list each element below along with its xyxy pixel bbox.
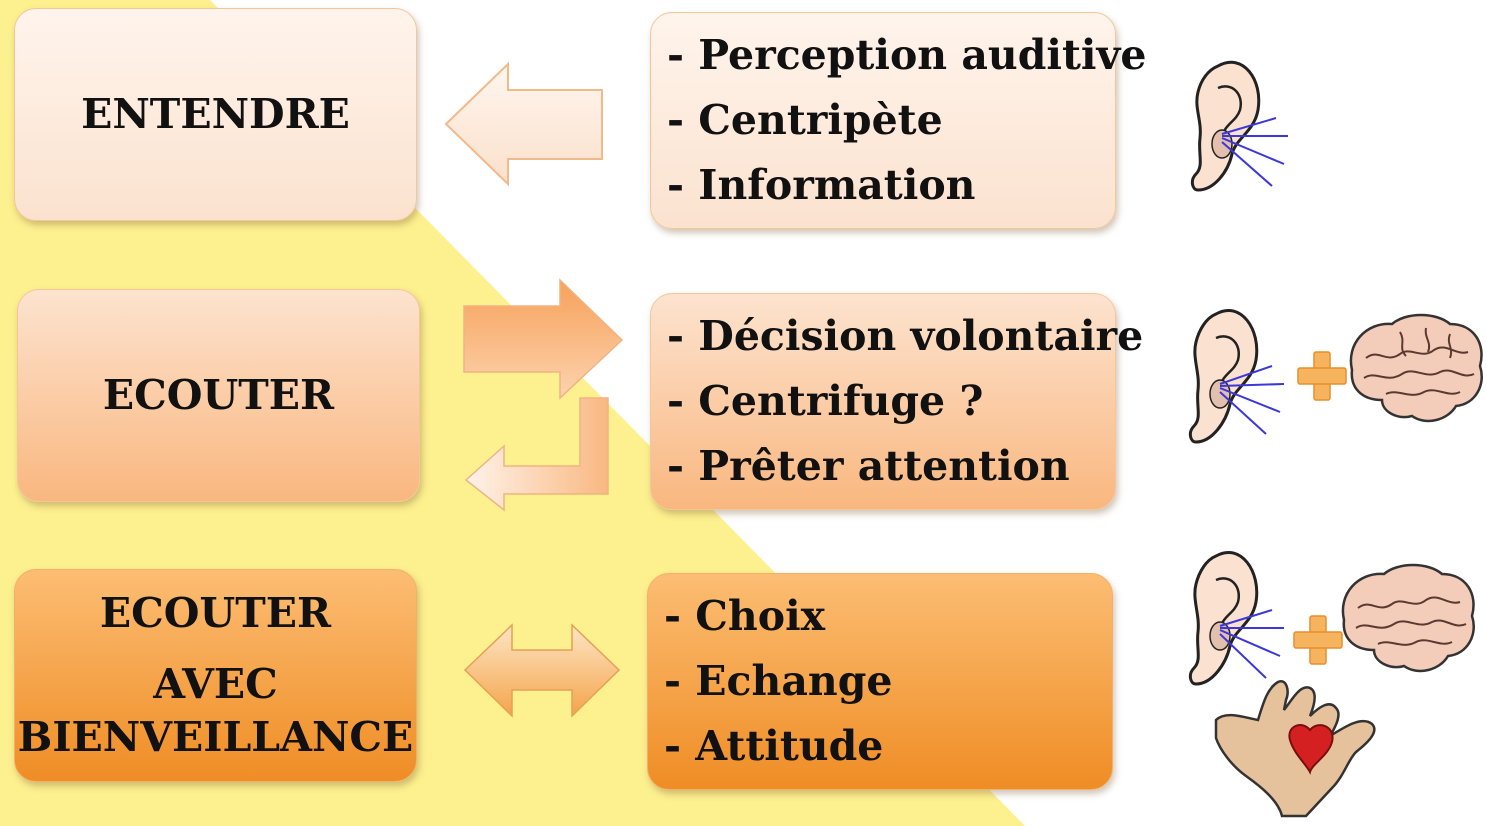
ear-plus-brain-hand-heart-icon — [1188, 551, 1475, 818]
right-arrow — [463, 278, 624, 400]
ecouter-bienveillance-title-line-2: AVEC — [153, 660, 278, 708]
ecouter-title: ECOUTER — [102, 371, 335, 419]
list-item: - Echange — [664, 656, 893, 705]
hand-heart-icon — [1214, 679, 1376, 818]
plus-icon — [1297, 351, 1347, 401]
ecouter-bienveillance-list: - Choix - Echange - Attitude — [647, 573, 1113, 790]
list-item: - Attitude — [664, 721, 884, 770]
list-item: - Prêter attention — [667, 441, 1070, 490]
ecouter-box: ECOUTER — [17, 289, 420, 502]
double-arrow — [463, 623, 621, 718]
list-item: - Centripète — [667, 95, 943, 144]
entendre-box: ENTENDRE — [14, 8, 417, 221]
ecouter-bienveillance-title-line-3: BIENVEILLANCE — [17, 713, 414, 761]
brain-icon — [1349, 313, 1483, 423]
list-item: - Perception auditive — [667, 30, 1147, 79]
plus-icon — [1293, 615, 1343, 665]
ecouter-bienveillance-box: ECOUTER AVEC BIENVEILLANCE — [14, 569, 417, 782]
list-item: - Centrifuge ? — [667, 376, 984, 425]
ear-plus-brain-icon — [1188, 309, 1483, 444]
ecouter-bienveillance-title-line-1: ECOUTER — [99, 589, 332, 637]
list-item: - Décision volontaire — [667, 311, 1144, 360]
return-arrow — [464, 397, 609, 512]
ear-icon — [1190, 60, 1288, 192]
left-arrow — [444, 61, 603, 187]
brain-icon — [1341, 563, 1475, 673]
list-item: - Information — [667, 160, 976, 209]
list-item: - Choix — [664, 591, 826, 640]
entendre-list: - Perception auditive - Centripète - Inf… — [650, 12, 1147, 229]
ecouter-list: - Décision volontaire - Centrifuge ? - P… — [650, 293, 1144, 510]
entendre-title: ENTENDRE — [81, 90, 350, 138]
